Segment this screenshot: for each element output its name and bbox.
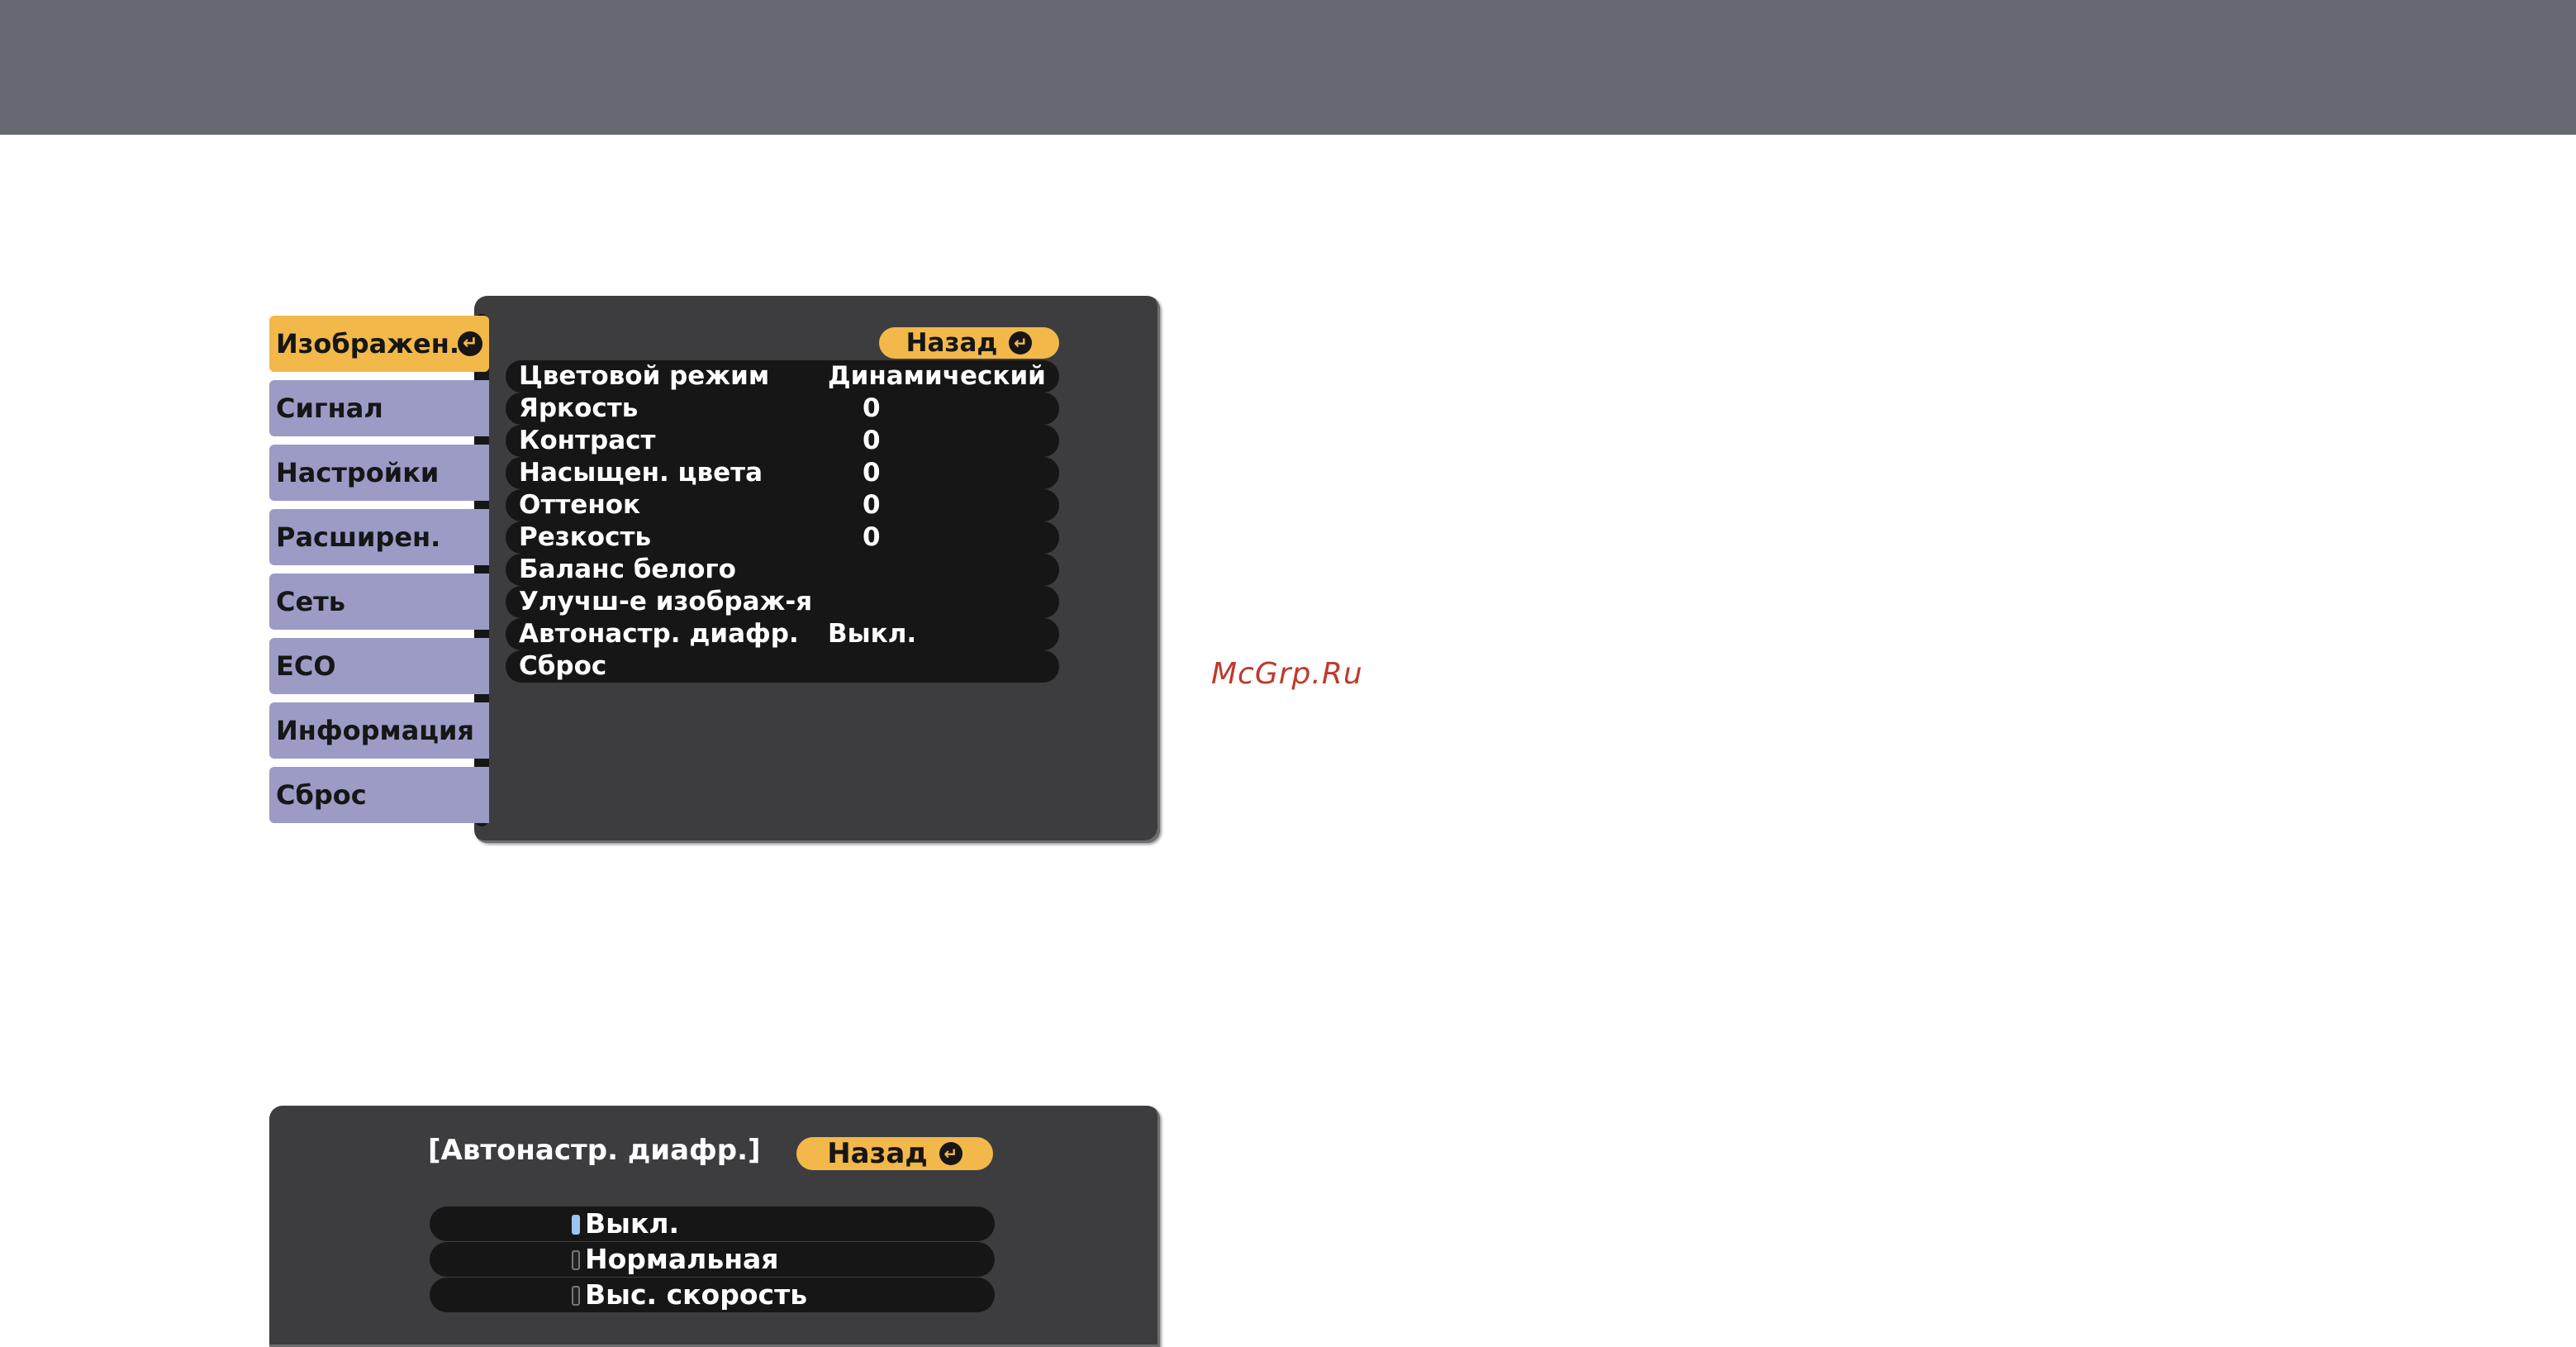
tab-extended[interactable]: Расширен. <box>269 509 489 565</box>
option-label: Нормальная <box>585 1243 778 1275</box>
tab-label: Сеть <box>276 586 345 617</box>
back-label: Назад <box>906 328 998 358</box>
item-color-mode[interactable]: Цветовой режим Динамический <box>506 360 1059 393</box>
item-label: Автонастр. диафр. <box>519 619 799 649</box>
item-saturation[interactable]: Насыщен. цвета 0 <box>506 457 1059 489</box>
header-bar <box>0 0 2576 135</box>
item-label: Насыщен. цвета <box>519 458 763 488</box>
menu-tabs: Изображен. ↵ Сигнал Настройки Расширен. … <box>269 316 489 831</box>
option-label: Выс. скорость <box>585 1278 807 1311</box>
tab-label: Изображен. <box>276 328 459 359</box>
enter-icon: ↵ <box>1009 331 1032 355</box>
item-sharpness[interactable]: Резкость 0 <box>506 521 1059 554</box>
item-brightness[interactable]: Яркость 0 <box>506 393 1059 425</box>
tab-label: Сброс <box>276 779 367 811</box>
enter-icon: ↵ <box>458 331 482 356</box>
enter-icon: ↵ <box>939 1142 962 1165</box>
item-image-enhancement[interactable]: Улучш-е изображ-я <box>506 586 1059 618</box>
option-label: Выкл. <box>585 1207 679 1240</box>
radio-icon[interactable] <box>572 1286 580 1306</box>
item-value: 0 <box>863 457 881 489</box>
item-value: 0 <box>863 489 881 521</box>
item-contrast[interactable]: Контраст 0 <box>506 425 1059 457</box>
tab-network[interactable]: Сеть <box>269 574 489 630</box>
item-label: Контраст <box>519 426 655 455</box>
item-tint[interactable]: Оттенок 0 <box>506 489 1059 521</box>
item-label: Баланс белого <box>519 555 736 584</box>
tab-settings[interactable]: Настройки <box>269 445 489 501</box>
settings-list: Цветовой режим Динамический Яркость 0 Ко… <box>506 360 1059 683</box>
item-white-balance[interactable]: Баланс белого <box>506 554 1059 586</box>
tab-signal[interactable]: Сигнал <box>269 380 489 436</box>
item-value: 0 <box>863 393 881 425</box>
tab-info[interactable]: Информация <box>269 702 489 759</box>
radio-selected-icon[interactable] <box>572 1215 580 1235</box>
item-reset[interactable]: Сброс <box>506 650 1059 683</box>
option-normal[interactable]: Нормальная <box>430 1242 995 1277</box>
tab-label: ECO <box>276 650 336 682</box>
option-off[interactable]: Выкл. <box>430 1207 995 1241</box>
item-label: Сброс <box>519 651 606 681</box>
tab-reset[interactable]: Сброс <box>269 767 489 823</box>
item-value: 0 <box>863 425 881 457</box>
radio-icon[interactable] <box>572 1250 580 1270</box>
submenu-title: [Автонастр. диафр.] <box>428 1134 761 1167</box>
back-button[interactable]: Назад ↵ <box>796 1137 993 1170</box>
item-label: Яркость <box>519 393 638 423</box>
tab-label: Расширен. <box>276 521 440 553</box>
watermark: McGrp.Ru <box>1211 657 1363 691</box>
tab-label: Сигнал <box>276 393 383 424</box>
back-label: Назад <box>827 1137 928 1170</box>
tab-eco[interactable]: ECO <box>269 638 489 694</box>
item-value: Динамический <box>828 360 1046 393</box>
tab-label: Настройки <box>276 457 439 488</box>
item-label: Цветовой режим <box>519 361 769 391</box>
item-value: Выкл. <box>828 618 916 650</box>
tab-image[interactable]: Изображен. ↵ <box>269 316 489 372</box>
option-list: Выкл. Нормальная Выс. скорость <box>430 1207 995 1313</box>
item-auto-iris[interactable]: Автонастр. диафр. Выкл. <box>506 618 1059 650</box>
tab-label: Информация <box>276 715 474 746</box>
item-label: Резкость <box>519 522 651 552</box>
back-button[interactable]: Назад ↵ <box>879 327 1059 359</box>
item-label: Оттенок <box>519 490 640 520</box>
option-high-speed[interactable]: Выс. скорость <box>430 1278 995 1312</box>
item-label: Улучш-е изображ-я <box>519 587 812 616</box>
item-value: 0 <box>863 521 881 554</box>
